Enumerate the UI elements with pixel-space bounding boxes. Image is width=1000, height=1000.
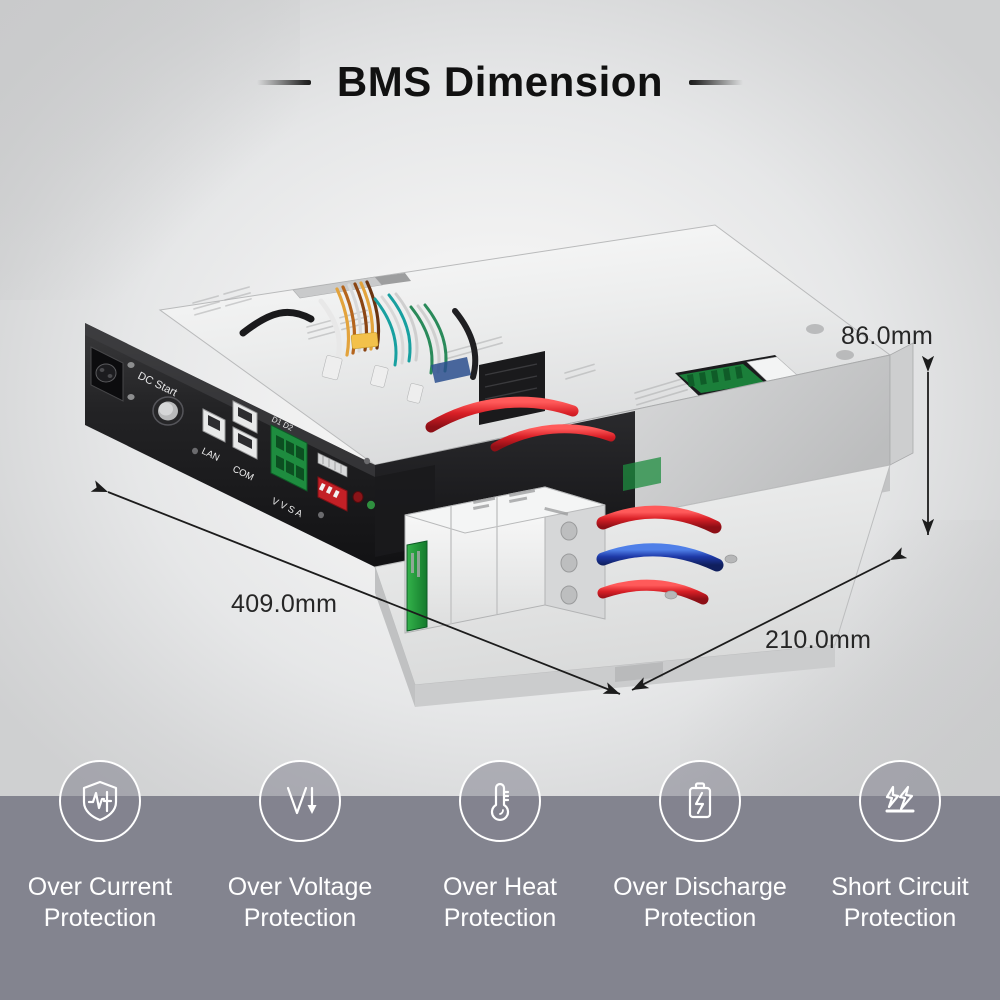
voltage-down-icon bbox=[259, 760, 341, 842]
background-corner-shade-top-left bbox=[0, 0, 300, 300]
feature-over-discharge: Over Discharge Protection bbox=[600, 760, 800, 1000]
battery-bolt-icon bbox=[659, 760, 741, 842]
feature-list: Over Current Protection Over Voltage Pro… bbox=[0, 760, 1000, 1000]
feature-label-over-discharge: Over Discharge Protection bbox=[613, 872, 787, 933]
feature-over-current: Over Current Protection bbox=[0, 760, 200, 1000]
dimension-label-width: 409.0mm bbox=[231, 590, 338, 618]
feature-line1: Over Discharge bbox=[613, 873, 787, 901]
lightning-bolts-icon bbox=[859, 760, 941, 842]
dimension-label-depth: 210.0mm bbox=[765, 626, 872, 654]
feature-line1: Short Circuit bbox=[831, 873, 969, 901]
feature-line1: Over Heat bbox=[443, 873, 557, 901]
feature-label-over-voltage: Over Voltage Protection bbox=[228, 872, 373, 933]
page-header: BMS Dimension bbox=[0, 58, 1000, 106]
thermometer-icon bbox=[459, 760, 541, 842]
feature-label-over-heat: Over Heat Protection bbox=[443, 872, 557, 933]
gradient-dash-icon-right bbox=[689, 79, 744, 85]
feature-short-circuit: Short Circuit Protection bbox=[800, 760, 1000, 1000]
feature-line2: Protection bbox=[243, 903, 357, 932]
page-title: BMS Dimension bbox=[336, 58, 664, 105]
feature-over-heat: Over Heat Protection bbox=[400, 760, 600, 1000]
gradient-dash-icon-left bbox=[256, 79, 311, 85]
feature-line2: Protection bbox=[43, 903, 157, 932]
feature-label-over-current: Over Current Protection bbox=[28, 872, 172, 933]
feature-label-short-circuit: Short Circuit Protection bbox=[831, 872, 969, 933]
feature-line2: Protection bbox=[843, 903, 957, 932]
feature-line1: Over Current bbox=[27, 873, 173, 901]
feature-over-voltage: Over Voltage Protection bbox=[200, 760, 400, 1000]
feature-line2: Protection bbox=[443, 903, 557, 932]
shield-waveform-icon bbox=[59, 760, 141, 842]
feature-line2: Protection bbox=[643, 903, 757, 932]
dimension-label-height: 86.0mm bbox=[841, 322, 934, 350]
feature-line1: Over Voltage bbox=[227, 873, 373, 901]
